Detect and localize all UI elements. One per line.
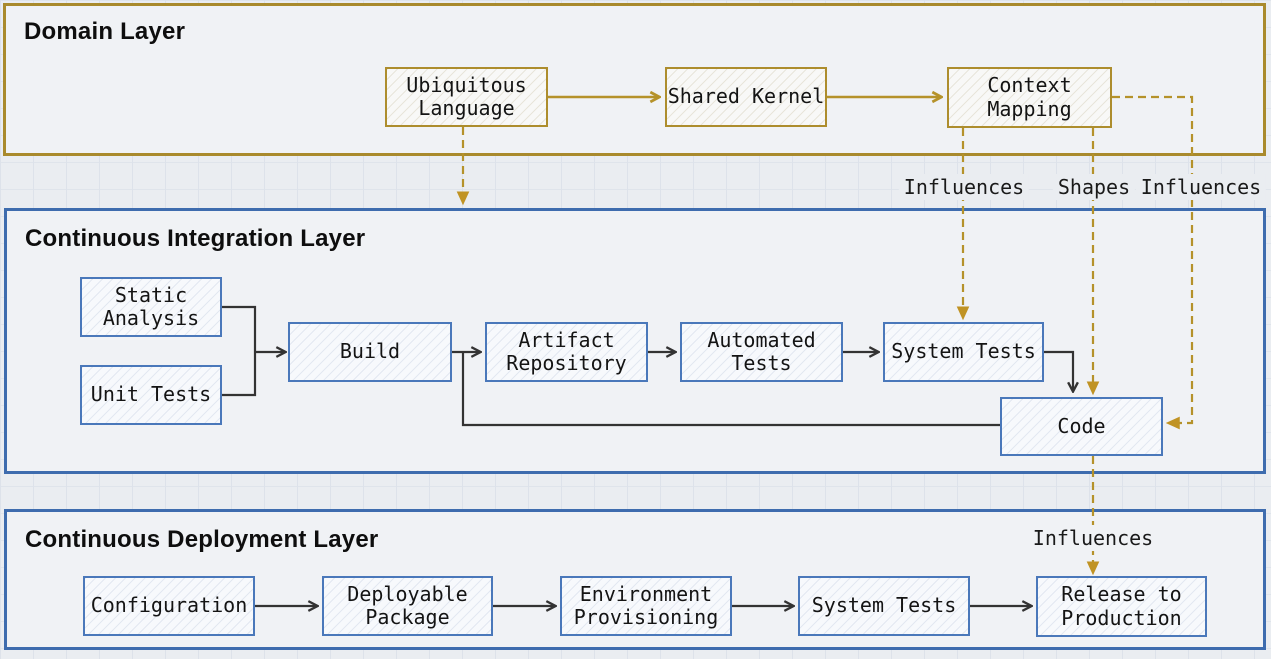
node-configuration: Configuration [83,576,255,636]
node-label: Unit Tests [90,382,212,407]
edge-system-to-code [1044,350,1073,391]
node-label: Provisioning [573,605,719,629]
node-label: Context [987,73,1072,98]
node-label: Environment [579,581,713,606]
node-code: Code [1000,397,1163,456]
node-system-tests-cd: System Tests [798,576,970,636]
edge-label-shapes-code: Shapes [1052,174,1136,200]
node-system-tests-ci: System Tests [883,322,1044,382]
node-label: Deployable [347,581,468,606]
node-label: Ubiquitous [406,72,527,97]
edge-label-influences-release: Influences [1027,525,1159,551]
node-label: Tests [731,351,792,375]
layer-ci-title: Continuous Integration Layer [25,225,366,252]
edge-merge-bus [222,305,257,397]
node-label: Package [365,605,450,629]
node-build: Build [288,322,452,382]
node-label: Artifact [518,327,615,352]
node-shared-kernel: Shared Kernel [665,67,827,127]
node-label: Release to [1061,582,1182,607]
node-label: System Tests [811,593,957,618]
node-label: Code [1057,413,1106,438]
node-label: Production [1061,605,1182,630]
layer-cd-title: Continuous Deployment Layer [25,526,379,553]
edge-context-influences-code [1112,95,1194,430]
node-label: Build [339,339,401,364]
node-label: Shared Kernel [667,84,825,109]
node-label: Language [418,96,515,120]
node-label: Configuration [90,593,248,618]
node-label: Automated [707,327,816,352]
node-label: Repository [506,351,627,375]
edge-label-influences-code: Influences [1135,174,1267,200]
edge-build-branch-to-code [461,352,1000,427]
edge-label-influences-tests: Influences [898,174,1030,200]
node-label: Analysis [102,306,200,330]
layer-domain-title: Domain Layer [24,18,186,45]
node-label: Mapping [987,96,1072,121]
node-label: Static [114,282,188,307]
node-label: System Tests [891,339,1036,364]
node-unit-tests: Unit Tests [80,365,222,425]
